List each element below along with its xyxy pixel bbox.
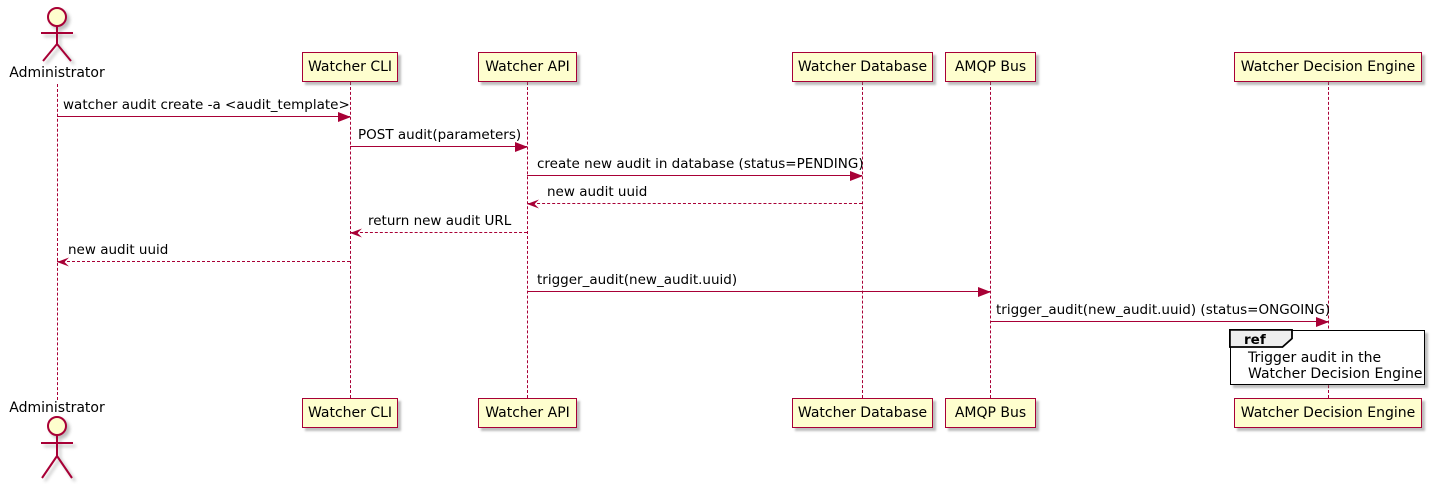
message-8: trigger_audit(new_audit.uuid) (status=ON… xyxy=(990,300,1331,328)
message-line xyxy=(350,146,527,147)
participant-label: Watcher Database xyxy=(797,59,928,75)
arrowhead-right-icon xyxy=(515,142,528,153)
participant-watcher-database-top: Watcher Database xyxy=(792,52,933,82)
message-label: create new audit in database (status=PEN… xyxy=(537,156,864,172)
message-label: POST audit(parameters) xyxy=(358,127,522,143)
lifeline-watcher-cli xyxy=(350,82,351,398)
arrowhead-left-icon xyxy=(527,199,539,209)
actor-icon xyxy=(41,416,73,479)
message-6: new audit uuid xyxy=(57,240,350,267)
participant-watcher-database-bottom: Watcher Database xyxy=(792,398,933,428)
participant-label: AMQP Bus xyxy=(954,405,1027,421)
message-5: return new audit URL xyxy=(350,211,527,238)
message-label: watcher audit create -a <audit_template> xyxy=(63,97,350,113)
participant-administrator-top: Administrator xyxy=(9,65,105,81)
ref-text-line1: Trigger audit in the xyxy=(1248,350,1382,366)
message-3: create new audit in database (status=PEN… xyxy=(527,154,864,182)
message-label: new audit uuid xyxy=(68,242,169,258)
ref-tag-label: ref xyxy=(1244,332,1266,348)
ref-text-line2: Watcher Decision Engine xyxy=(1248,365,1423,382)
lifeline-watcher-api xyxy=(527,82,528,398)
participant-label: Watcher CLI xyxy=(307,405,393,421)
lifeline-administrator xyxy=(57,84,58,400)
message-line xyxy=(527,203,862,204)
message-line xyxy=(57,261,350,262)
lifeline-watcher-decision-engine xyxy=(1328,82,1329,398)
participant-watcher-api-bottom: Watcher API xyxy=(478,398,577,428)
participant-amqp-bus-top: AMQP Bus xyxy=(945,52,1036,82)
participant-label: AMQP Bus xyxy=(954,59,1027,75)
message-label: return new audit URL xyxy=(368,213,512,229)
participant-administrator-bottom: Administrator xyxy=(9,400,105,416)
message-1: watcher audit create -a <audit_template> xyxy=(57,95,351,123)
message-line xyxy=(527,291,990,292)
message-line xyxy=(527,175,862,176)
ref-tag-shape xyxy=(1229,329,1294,349)
message-label: trigger_audit(new_audit.uuid) xyxy=(537,272,738,288)
participant-watcher-decision-engine-bottom: Watcher Decision Engine xyxy=(1234,398,1422,428)
participant-label: Watcher Decision Engine xyxy=(1240,59,1416,75)
arrowhead-left-icon xyxy=(350,228,362,238)
participant-watcher-cli-bottom: Watcher CLI xyxy=(302,398,398,428)
participant-amqp-bus-bottom: AMQP Bus xyxy=(945,398,1036,428)
arrowhead-right-icon xyxy=(338,112,351,123)
message-label: new audit uuid xyxy=(547,184,648,200)
actor-icon xyxy=(41,7,73,62)
message-label: trigger_audit(new_audit.uuid) (status=ON… xyxy=(996,302,1331,318)
participant-watcher-api-top: Watcher API xyxy=(478,52,577,82)
arrowhead-right-icon xyxy=(978,287,991,298)
participant-label: Watcher Decision Engine xyxy=(1240,405,1416,421)
message-4: new audit uuid xyxy=(527,182,862,209)
message-2: POST audit(parameters) xyxy=(350,125,528,153)
participant-label: Watcher Database xyxy=(797,405,928,421)
participant-label: Watcher API xyxy=(485,59,570,75)
participant-watcher-cli-top: Watcher CLI xyxy=(302,52,398,82)
message-line xyxy=(990,321,1328,322)
arrowhead-left-icon xyxy=(57,257,69,267)
message-7: trigger_audit(new_audit.uuid) xyxy=(527,270,991,298)
lifeline-amqp-bus xyxy=(990,82,991,398)
participant-label: Watcher CLI xyxy=(307,59,393,75)
ref-body: Trigger audit in the Watcher Decision En… xyxy=(1231,331,1424,382)
arrowhead-right-icon xyxy=(850,171,863,182)
message-line xyxy=(350,232,527,233)
lifeline-watcher-database xyxy=(862,82,863,398)
ref-fragment: ref Trigger audit in the Watcher Decisio… xyxy=(1229,329,1425,385)
participant-watcher-decision-engine-top: Watcher Decision Engine xyxy=(1234,52,1422,82)
message-line xyxy=(57,116,350,117)
arrowhead-right-icon xyxy=(1316,317,1329,328)
participant-label: Watcher API xyxy=(485,405,570,421)
